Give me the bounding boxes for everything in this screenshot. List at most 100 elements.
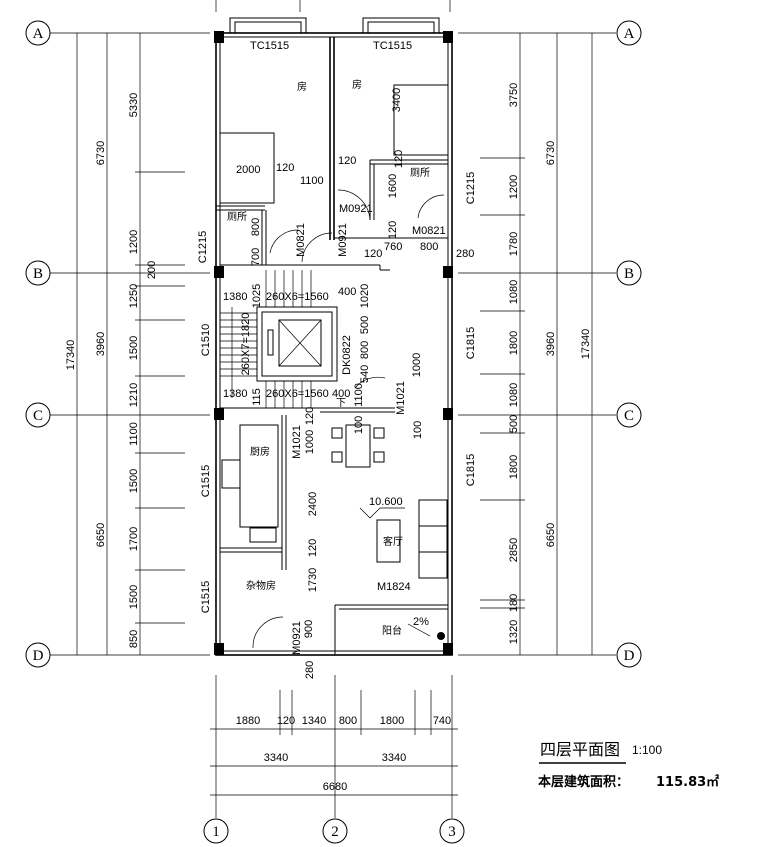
dimension-label: TC1515	[373, 40, 412, 52]
axis-bubble-c-right: C	[616, 402, 642, 428]
axis-bubble-b-right: B	[616, 260, 642, 286]
dimension-label: C1815	[465, 327, 477, 359]
coffee-table	[376, 519, 401, 563]
walls	[215, 17, 453, 656]
dimension-label: 260X6=1560	[266, 291, 329, 303]
dimension-label: 3750	[508, 83, 520, 107]
axis-bubble-d-left: D	[25, 642, 51, 668]
bottom-dimensions: 1880 120 1340 800 1800 740 3340 3340 668…	[210, 690, 458, 796]
dimension-label: C	[624, 408, 634, 424]
dimension-label: 180	[508, 594, 520, 612]
area-label: 本层建筑面积：	[538, 774, 629, 790]
dimension-label: 2000	[236, 164, 260, 176]
door-swings	[252, 189, 445, 649]
dimension-label: 1380	[223, 291, 247, 303]
dimension-label: 740	[433, 715, 451, 727]
axis-bubble-3: 3	[439, 818, 465, 844]
dimension-label: 客厅	[383, 535, 403, 548]
dimension-label: 900	[303, 620, 315, 638]
dimension-label: 400	[332, 388, 350, 400]
dimension-label: C1215	[197, 231, 209, 263]
dimension-label: 1730	[307, 568, 319, 592]
axis-bubble-a-left: A	[25, 20, 51, 46]
dimension-label: 1800	[508, 331, 520, 355]
door-labels: M0921 M0821 M0921 M0821 DK0822 M1021 M10…	[291, 203, 446, 655]
dimension-label: 10.600	[369, 496, 403, 508]
stair-down-label: 下	[336, 398, 346, 409]
dimension-label: 1320	[508, 620, 520, 644]
dimension-label: M0921	[337, 223, 349, 257]
axis-bubble-b-left: B	[25, 260, 51, 286]
dimension-label: 6730	[545, 141, 557, 165]
dimension-label: 1080	[508, 280, 520, 304]
kitchen-counter	[239, 424, 279, 528]
dimension-label: 1100	[300, 175, 324, 187]
dimension-label: 房	[352, 78, 362, 91]
dimension-label: 1700	[128, 527, 140, 551]
dimension-label: C1815	[465, 454, 477, 486]
dimension-label: B	[624, 266, 634, 282]
sink	[221, 459, 241, 489]
dimension-label: 1200	[508, 175, 520, 199]
dimension-label: 1780	[508, 232, 520, 256]
dimension-label: 2%	[413, 616, 429, 628]
dimension-label: 800	[250, 218, 262, 236]
dimension-label: 阳台	[382, 624, 402, 637]
dimension-label: 1210	[128, 383, 140, 407]
dimension-label: A	[624, 26, 635, 42]
dimension-label: 120	[364, 248, 382, 260]
dimension-label: 120	[277, 715, 295, 727]
dimension-label: 3340	[264, 752, 288, 764]
dimension-label: 500	[508, 415, 520, 433]
axis-bubbles: A B C D A B C D 1 2 3	[25, 20, 642, 844]
dimension-label: 1380	[223, 388, 247, 400]
dimension-label: 280	[456, 248, 474, 260]
dimension-label: D	[624, 648, 635, 664]
dimension-label: 120	[338, 155, 356, 167]
grid-lines	[50, 0, 616, 818]
dimension-label: C1515	[200, 465, 212, 497]
dimension-label: 6680	[323, 781, 347, 793]
bed-left	[219, 132, 275, 204]
dimension-label: 1080	[508, 383, 520, 407]
dimension-label: 房	[297, 80, 307, 93]
dimension-label: M0921	[339, 203, 373, 215]
dimension-label: M0921	[291, 621, 303, 655]
dimension-label: 1025	[251, 284, 263, 308]
window-labels: TC1515 TC1515 C1215 C1510 C1515 C1515 C1…	[197, 40, 477, 613]
dimension-label: 280	[304, 661, 316, 679]
dimension-label: C1510	[200, 324, 212, 356]
dimension-label: 6650	[545, 523, 557, 547]
slope-marker: 2%	[407, 616, 431, 637]
dimension-label: 5330	[128, 93, 140, 117]
dimension-label: 1200	[128, 230, 140, 254]
dimension-label: M1021	[291, 425, 303, 459]
furniture	[219, 84, 449, 640]
area-value: 115.83㎡	[656, 774, 719, 790]
dimension-label: 2400	[307, 492, 319, 516]
dimension-label: 1340	[302, 715, 326, 727]
dimension-label: 1500	[128, 336, 140, 360]
dimension-label: 800	[420, 241, 438, 253]
right-dimensions: 3750 1200 1780 1080 1800 1080 500 1800 2…	[480, 33, 593, 655]
dimension-label: 800	[359, 341, 371, 359]
inner-dimensions: 2000 120 1100 120 700 800 1600 120 120 7…	[223, 88, 474, 679]
dimension-label: 1100	[128, 422, 140, 446]
dimension-label: C1215	[465, 172, 477, 204]
dimension-label: C	[33, 408, 43, 424]
level-marker: 10.600	[359, 496, 405, 519]
dimension-label: 6650	[95, 523, 107, 547]
axis-bubble-d-right: D	[616, 642, 642, 668]
dimension-label: 260X7=1820	[240, 313, 252, 376]
dimension-label: 1000	[304, 430, 316, 454]
dimension-label: 3	[448, 824, 456, 840]
bed-right	[393, 84, 449, 156]
dimension-label: 700	[250, 248, 262, 266]
title-scale: 1:100	[632, 743, 662, 757]
dimension-label: 500	[359, 316, 371, 334]
dimension-label: 3400	[391, 88, 403, 112]
dimension-label: 3340	[382, 752, 406, 764]
dimension-label: M0821	[295, 223, 307, 257]
dimension-label: 120	[307, 539, 319, 557]
axis-bubble-c-left: C	[25, 402, 51, 428]
